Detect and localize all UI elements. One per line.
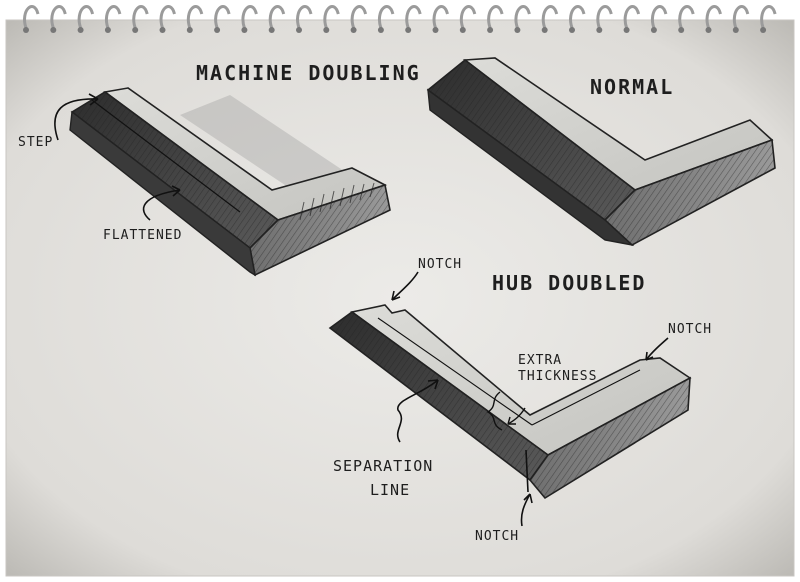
binding-hole bbox=[296, 27, 302, 33]
normal-title: NORMAL bbox=[590, 75, 675, 99]
machine-doubling-title-line1: MACHINE DOUBLING bbox=[196, 61, 421, 85]
binding-hole bbox=[569, 27, 575, 33]
extra-thickness-label-line1: EXTRA bbox=[518, 353, 563, 368]
spiral-ring bbox=[405, 5, 422, 29]
spiral-ring bbox=[323, 5, 340, 29]
spiral-ring bbox=[514, 5, 531, 29]
spiral-ring bbox=[105, 5, 122, 29]
binding-hole bbox=[650, 27, 657, 33]
binding-hole bbox=[77, 27, 84, 33]
binding-hole bbox=[377, 27, 384, 33]
flattened-label: FLATTENED bbox=[103, 228, 183, 243]
binding-hole bbox=[50, 27, 57, 33]
binding-hole bbox=[268, 27, 275, 33]
step-label: STEP bbox=[18, 135, 54, 150]
spiral-ring bbox=[378, 5, 395, 29]
spiral-ring bbox=[541, 5, 559, 29]
hub-doubled-bracket bbox=[328, 271, 692, 527]
spiral-ring bbox=[459, 5, 477, 29]
spiral-ring bbox=[241, 5, 258, 29]
notch-label-bottom: NOTCH bbox=[475, 529, 520, 544]
spiral-ring bbox=[77, 5, 95, 29]
binding-hole bbox=[596, 27, 603, 33]
spiral-ring bbox=[432, 5, 449, 29]
binding-hole bbox=[623, 27, 630, 33]
binding-hole bbox=[241, 27, 248, 33]
normal-bracket bbox=[426, 57, 776, 247]
spiral-ring bbox=[350, 5, 368, 29]
spiral-ring bbox=[487, 5, 504, 29]
binding-hole bbox=[350, 27, 357, 33]
binding-hole bbox=[23, 27, 29, 33]
binding-hole bbox=[459, 27, 466, 33]
spiral-ring bbox=[132, 5, 149, 29]
binding-hole bbox=[104, 27, 111, 33]
binding-hole bbox=[678, 27, 685, 33]
binding-hole bbox=[487, 27, 494, 33]
binding-hole bbox=[323, 27, 330, 33]
spiral-binding bbox=[23, 5, 777, 33]
spiral-ring bbox=[760, 5, 777, 29]
separation-line-label-line1: SEPARATION bbox=[333, 457, 434, 475]
spiral-ring bbox=[732, 5, 750, 29]
spiral-ring bbox=[596, 5, 613, 29]
binding-hole bbox=[214, 27, 221, 33]
spiral-ring bbox=[623, 5, 641, 29]
spiral-ring bbox=[296, 5, 313, 29]
binding-hole bbox=[760, 27, 767, 33]
binding-hole bbox=[186, 27, 193, 33]
notch-label-top: NOTCH bbox=[418, 257, 463, 272]
machine-doubling-bracket bbox=[54, 87, 391, 277]
spiral-ring bbox=[186, 5, 204, 29]
binding-hole bbox=[541, 27, 548, 33]
spiral-ring bbox=[50, 5, 67, 29]
extra-thickness-label-line2: THICKNESS bbox=[518, 369, 598, 384]
binding-hole bbox=[405, 27, 412, 33]
spiral-ring bbox=[678, 5, 695, 29]
separation-line-label-line2: LINE bbox=[370, 481, 411, 499]
spiral-ring bbox=[268, 5, 286, 29]
spiral-ring bbox=[569, 5, 586, 29]
binding-hole bbox=[132, 27, 139, 33]
spiral-ring bbox=[214, 5, 231, 29]
notch-label-right: NOTCH bbox=[668, 322, 713, 337]
binding-hole bbox=[514, 27, 521, 33]
spiral-ring bbox=[23, 5, 40, 29]
binding-hole bbox=[732, 27, 739, 33]
binding-hole bbox=[432, 27, 439, 33]
spiral-ring bbox=[159, 5, 176, 29]
hub-doubled-title: HUB DOUBLED bbox=[492, 271, 647, 295]
binding-hole bbox=[705, 27, 712, 33]
binding-hole bbox=[159, 27, 166, 33]
spiral-ring bbox=[705, 5, 722, 29]
spiral-ring bbox=[651, 5, 668, 29]
